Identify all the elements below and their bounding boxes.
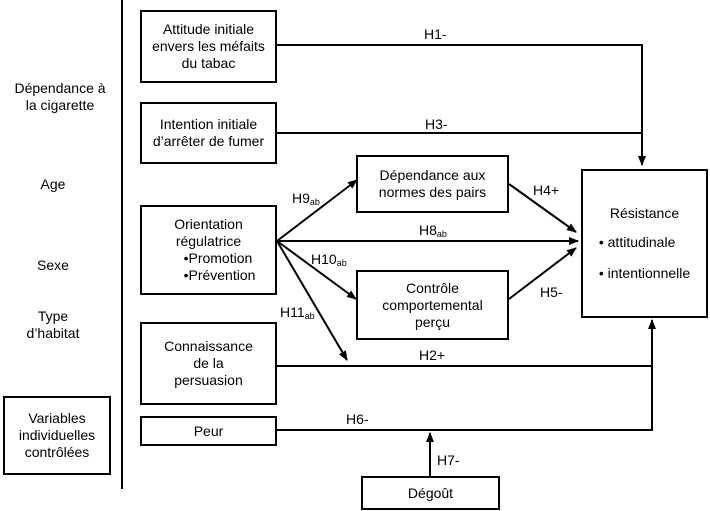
resistance-item-intentionnelle: • intentionnelle <box>599 265 690 282</box>
hypothesis-main: H10 <box>311 251 337 267</box>
peur-label: Peur <box>193 422 224 439</box>
normes-box: Dépendance aux normes des pairs <box>356 155 509 213</box>
hypothesis-subscript: ab <box>304 311 315 321</box>
arrow-h11 <box>276 240 348 361</box>
controlled-variables-title: Variables individuelles contrôlées <box>18 410 96 460</box>
orientation-title: Orientation régulatrice <box>174 216 243 249</box>
arrow-h6 <box>277 366 653 431</box>
orientation-item-promotion: •Promotion <box>162 250 256 267</box>
resistance-box: Résistance • attitudinale • intentionnel… <box>581 169 708 318</box>
resistance-title: Résistance <box>609 205 680 221</box>
arrow-h4 <box>508 183 577 233</box>
hypothesis-main: H2+ <box>419 347 446 363</box>
degout-label: Dégoût <box>407 484 454 501</box>
intention-box: Intention initiale d’arrêter de fumer <box>140 102 277 164</box>
control-age-label: Age <box>40 176 66 192</box>
resistance-item-label: intentionnelle <box>607 265 691 281</box>
hypothesis-subscript: ab <box>436 229 447 239</box>
hypothesis-subscript: ab <box>336 258 347 268</box>
hypothesis-main: H9 <box>292 190 310 206</box>
arrow-h10 <box>276 240 357 300</box>
attitude-box: Attitude initiale envers les méfaits du … <box>140 10 277 83</box>
control-sexe-label: Sexe <box>37 257 69 273</box>
hypothesis-main: H8 <box>419 222 437 238</box>
bullet-glyph: • <box>183 250 189 266</box>
hypothesis-main: H6- <box>346 411 369 427</box>
peur-box: Peur <box>140 416 277 446</box>
hypothesis-h1-label: H1- <box>424 26 447 42</box>
control-dependance-label: Dépendance à la cigarette <box>14 80 106 113</box>
orientation-item-label: Promotion <box>188 250 253 266</box>
connaissance-label: Connaissance de la persuasion <box>164 338 253 388</box>
control-habitat-label: Type d’habitat <box>26 308 80 341</box>
hypothesis-main: H1- <box>424 26 447 42</box>
hypothesis-main: H11 <box>280 304 305 320</box>
bullet-glyph: • <box>183 267 189 283</box>
controle-box: Contrôle comportemental perçu <box>356 270 509 340</box>
arrow-h1 <box>277 44 646 166</box>
hypothesis-h7-label: H7- <box>437 452 460 468</box>
controle-label: Contrôle comportemental perçu <box>382 279 483 330</box>
hypothesis-h2-label: H2+ <box>419 347 445 363</box>
arrow-h9 <box>276 179 358 242</box>
hypothesis-main: H7- <box>437 452 460 468</box>
resistance-content: Résistance • attitudinale • intentionnel… <box>599 205 690 282</box>
hypothesis-main: H3- <box>425 116 448 132</box>
degout-box: Dégoût <box>361 476 500 510</box>
bullet-glyph: • <box>598 265 604 281</box>
attitude-label: Attitude initiale envers les méfaits du … <box>152 21 265 71</box>
intention-label: Intention initiale d’arrêter de fumer <box>152 116 265 149</box>
hypothesis-h8-label: H8ab <box>419 222 447 242</box>
hypothesis-subscript: ab <box>309 197 320 207</box>
hypothesis-main: H5- <box>540 284 563 300</box>
connaissance-box: Connaissance de la persuasion <box>140 322 277 405</box>
normes-label: Dépendance aux normes des pairs <box>378 167 487 200</box>
hypothesis-main: H4+ <box>533 182 560 198</box>
arrow-h5 <box>508 247 577 300</box>
orientation-content: Orientation régulatrice •Promotion •Prév… <box>162 216 256 284</box>
controlled-variables-box: Variables individuelles contrôlées <box>3 396 111 475</box>
orientation-item-label: Prévention <box>188 267 256 283</box>
resistance-item-label: attitudinale <box>607 234 676 250</box>
hypothesis-h6-label: H6- <box>346 411 369 427</box>
orientation-box: Orientation régulatrice •Promotion •Prév… <box>140 205 277 295</box>
hypothesis-h11-label: H11ab <box>280 304 315 324</box>
orientation-item-prevention: •Prévention <box>162 267 256 284</box>
hypothesis-h4-label: H4+ <box>533 182 559 198</box>
resistance-item-attitudinale: • attitudinale <box>599 234 690 251</box>
bullet-glyph: • <box>598 234 604 250</box>
hypothesis-h9-label: H9ab <box>292 190 320 210</box>
hypothesis-h3-label: H3- <box>425 116 448 132</box>
hypothesis-h10-label: H10ab <box>311 251 347 271</box>
hypothesis-h5-label: H5- <box>540 284 563 300</box>
